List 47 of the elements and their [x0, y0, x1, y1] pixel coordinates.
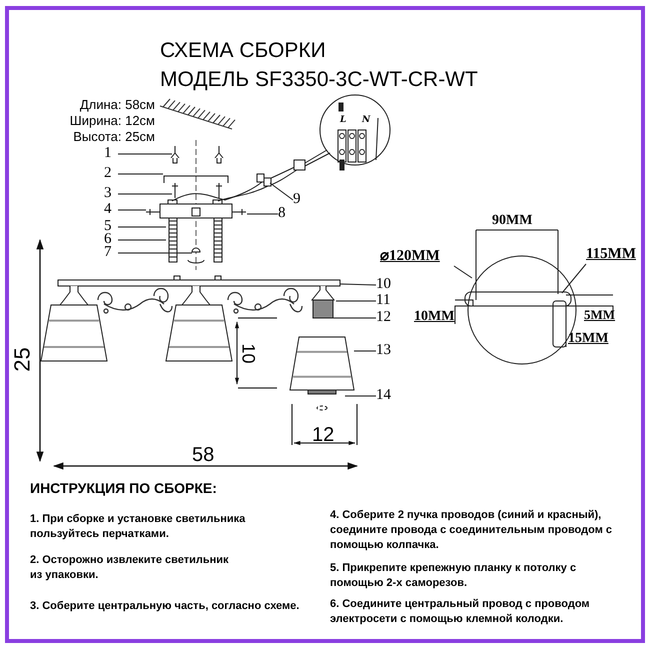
callout-number: 10	[376, 277, 396, 293]
ceiling-mount-drawing	[146, 140, 246, 280]
leader-line	[354, 350, 376, 352]
dimension-text: 115MM	[586, 247, 638, 264]
callout-number: 11	[376, 293, 396, 309]
title: СХЕМА СБОРКИ	[160, 38, 326, 64]
callout-number: 1	[104, 146, 118, 162]
instruction-text: 5. Прикрепите крепежную планку к потолку с помощью 2-х саморезов.	[330, 561, 578, 591]
wiring-drawing	[172, 160, 306, 202]
leader-line	[270, 182, 294, 200]
instruction-text: 6. Соедините центральный провод с проводом электросети с помощью клемной колодки.	[330, 597, 591, 627]
dimension-text: Высота: 25см	[72, 129, 155, 145]
instruction-text: 3. Соберите центральную часть, согласно схеме.	[30, 599, 300, 614]
instruction-text: 2. Осторожно извлеките светильник из упаковки.	[30, 553, 230, 583]
callout-number: 9	[293, 192, 307, 208]
leader-line	[118, 252, 192, 254]
dimension-text: 15MM	[568, 330, 608, 348]
callout-number: 8	[278, 206, 292, 222]
callout-number: 14	[376, 388, 396, 404]
dimension-text: 5MM	[584, 306, 616, 324]
dimension-text: Ширина: 12см	[68, 113, 155, 129]
instructions-heading: ИНСТРУКЦИЯ ПО СБОРКЕ:	[30, 479, 217, 498]
callout-number: 13	[376, 343, 396, 359]
terminal-label: L	[340, 114, 346, 127]
dimension-text: 25	[8, 347, 36, 372]
subtitle: МОДЕЛЬ SF3350-3C-WT-CR-WT	[160, 67, 478, 93]
instruction-text: 4. Соберите 2 пучка проводов (синий и красный), соедините провода с соединительным проводом с помощью колпачка.	[330, 508, 614, 553]
dimension-text: Длина: 58см	[78, 97, 155, 113]
callout-number: 12	[376, 310, 396, 326]
leader-line	[336, 300, 376, 302]
dimension-text: 90MM	[492, 212, 532, 230]
leader-line	[454, 266, 472, 278]
dimension-text: 10	[238, 343, 260, 364]
dimension-text: ⌀120MM	[380, 249, 454, 266]
callout-number: 2	[104, 166, 118, 182]
leader-line	[340, 284, 376, 286]
leader-line	[118, 226, 166, 228]
callout-number: 7	[104, 245, 118, 261]
dimension-text: 10MM	[414, 308, 454, 326]
dimension-text: 12	[312, 423, 334, 448]
terminal-label: N	[362, 114, 370, 127]
leader-line	[562, 264, 586, 294]
instruction-text: 1. При сборке и установке светильника пользуйтесь перчатками.	[30, 512, 246, 542]
callout-number: 4	[104, 202, 118, 218]
chandelier-drawing	[40, 280, 355, 410]
callout-number: 3	[104, 186, 118, 202]
dimension-text: 58	[192, 443, 214, 468]
